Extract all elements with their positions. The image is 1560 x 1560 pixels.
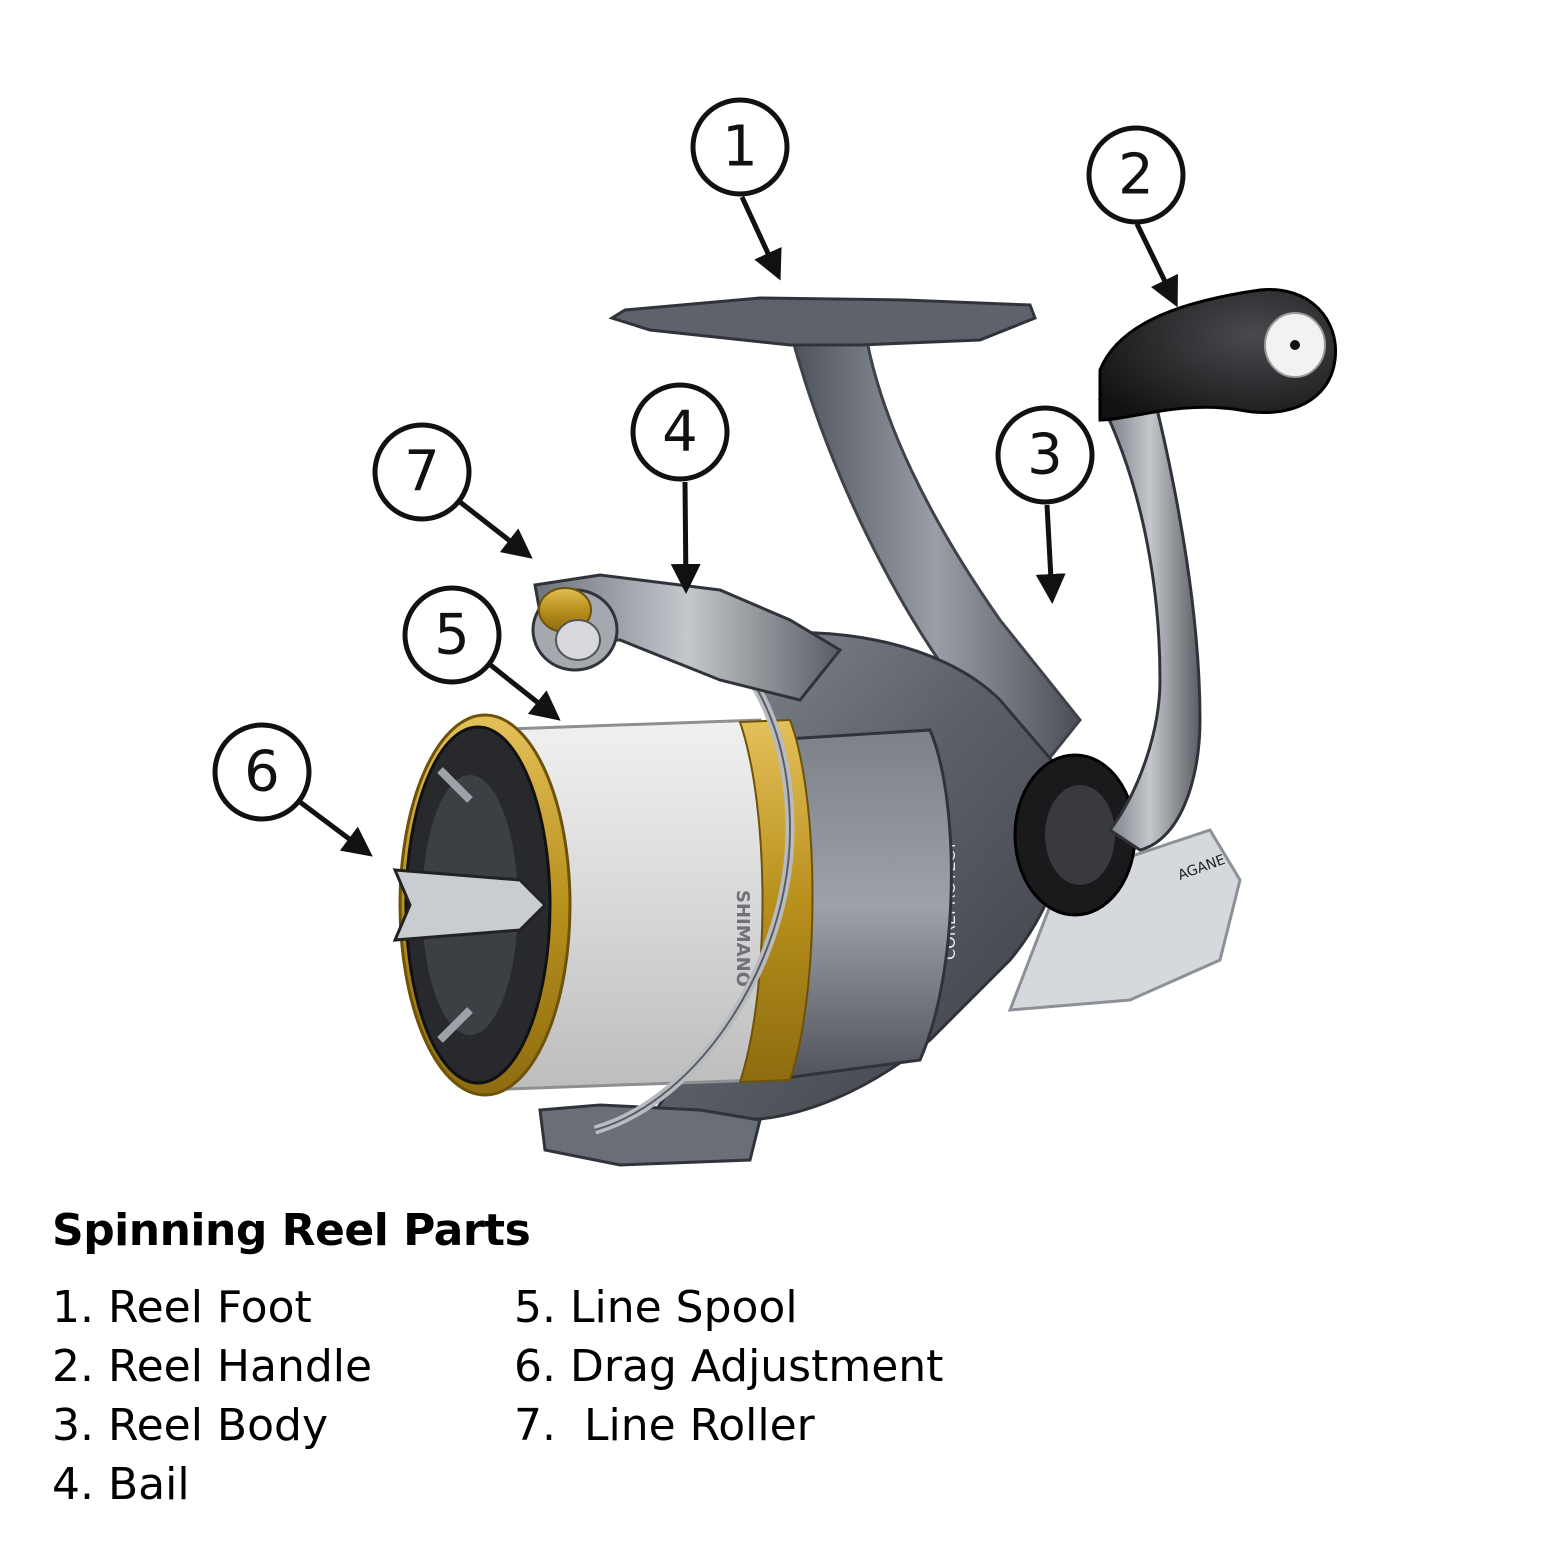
- bail-arm-lower: [538, 1103, 762, 1167]
- reel-foot: [608, 296, 1037, 347]
- callout-1: 1: [690, 97, 790, 281]
- line-roller: [531, 587, 619, 672]
- spinning-reel-illustration: AGANE COREPROTECT SHIMANO: [392, 288, 1338, 1167]
- legend-item: 4. Bail: [52, 1459, 190, 1510]
- legend-item: 2. Reel Handle: [52, 1341, 373, 1392]
- callout-number: 4: [662, 400, 698, 465]
- legend-item: 3. Reel Body: [52, 1400, 328, 1451]
- callout-number: 5: [434, 603, 470, 668]
- callout-7: 7: [372, 422, 533, 559]
- legend-item: 5. Line Spool: [514, 1282, 798, 1333]
- callout-number: 2: [1118, 143, 1154, 208]
- callout-number: 1: [722, 115, 758, 180]
- drag-knob: [392, 713, 572, 1097]
- callout-2: 2: [1086, 125, 1186, 308]
- callout-number: 3: [1027, 423, 1063, 488]
- legend-column-1: 1. Reel Foot 2. Reel Handle 3. Reel Body…: [52, 1278, 514, 1514]
- callout-number: 7: [404, 440, 440, 505]
- callout-6: 6: [212, 722, 373, 857]
- legend-item: 1. Reel Foot: [52, 1282, 312, 1333]
- legend-column-2: 5. Line Spool 6. Drag Adjustment 7. Line…: [514, 1278, 976, 1514]
- callout-4: 4: [630, 382, 730, 594]
- legend-columns: 1. Reel Foot 2. Reel Handle 3. Reel Body…: [52, 1278, 976, 1514]
- legend-item: 6. Drag Adjustment: [514, 1341, 944, 1392]
- legend-title: Spinning Reel Parts: [52, 1205, 531, 1256]
- reel-brand-text: SHIMANO: [732, 890, 753, 987]
- reel-base-plate: [1007, 828, 1242, 1012]
- legend-item: 7. Line Roller: [514, 1400, 815, 1451]
- legend: Spinning Reel Parts 1. Reel Foot 2. Reel…: [52, 1205, 976, 1514]
- callout-number: 6: [244, 740, 280, 805]
- callout-5: 5: [402, 585, 561, 721]
- callout-3: 3: [995, 405, 1095, 604]
- reel-handle: [1013, 288, 1338, 917]
